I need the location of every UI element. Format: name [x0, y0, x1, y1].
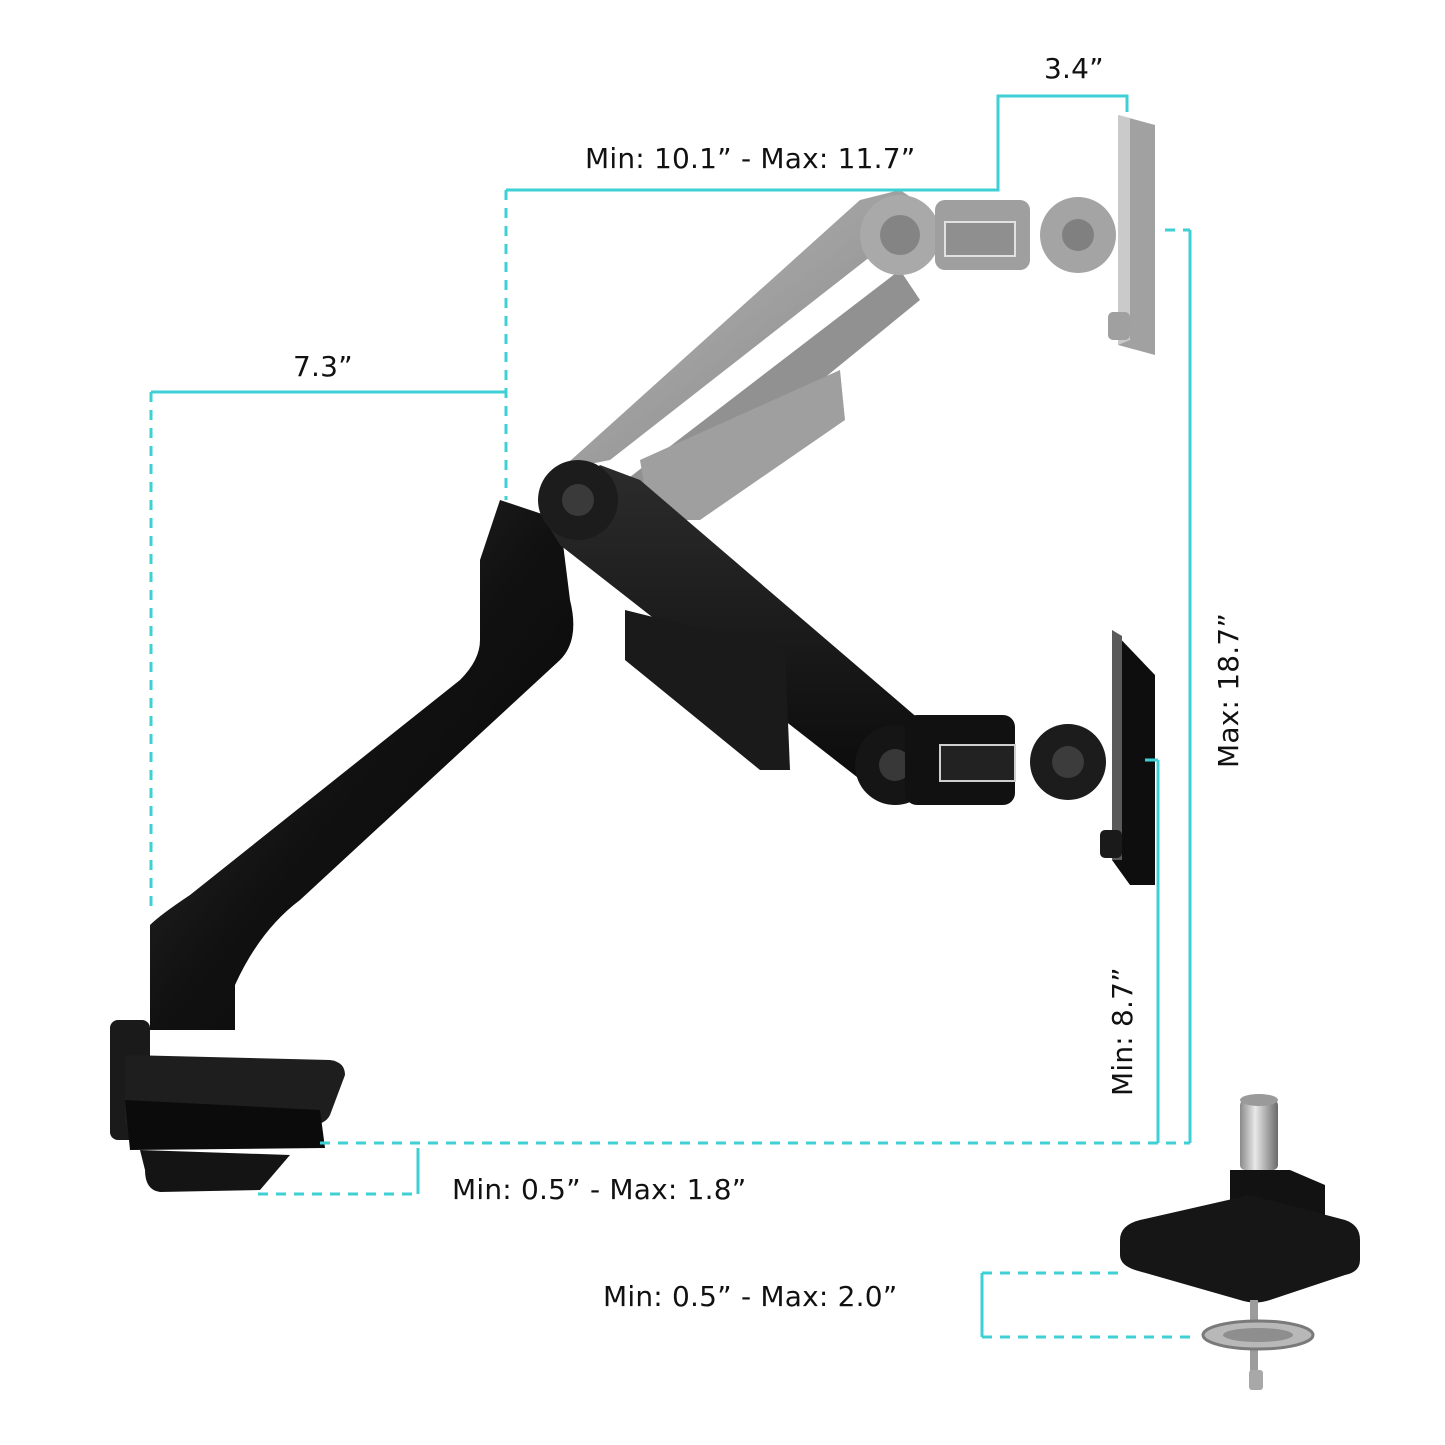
- max-height-label: Max: 18.7”: [1212, 612, 1245, 768]
- clamp-thickness-label: Min: 0.5” - Max: 1.8”: [452, 1173, 747, 1206]
- vesa-plate: [1100, 630, 1155, 885]
- tilt-depth-label: 3.4”: [1044, 52, 1104, 85]
- upper-arm-lowered: [538, 460, 935, 805]
- lower-arm: [150, 500, 574, 1030]
- tilt-swivel-head: [905, 715, 1106, 805]
- grommet-thickness-label: Min: 0.5” - Max: 2.0”: [603, 1280, 898, 1313]
- base-offset-label: 7.3”: [293, 350, 353, 383]
- arm-extension-label: Min: 10.1” - Max: 11.7”: [585, 142, 916, 175]
- clamp-base: [110, 1020, 345, 1192]
- grommet-mount: [1120, 1094, 1360, 1390]
- dim-tilt-depth: [996, 94, 1129, 186]
- min-height-label: Min: 8.7”: [1106, 967, 1139, 1096]
- raised-arm-ghost: [560, 115, 1155, 520]
- dimension-lines: [149, 94, 1195, 1339]
